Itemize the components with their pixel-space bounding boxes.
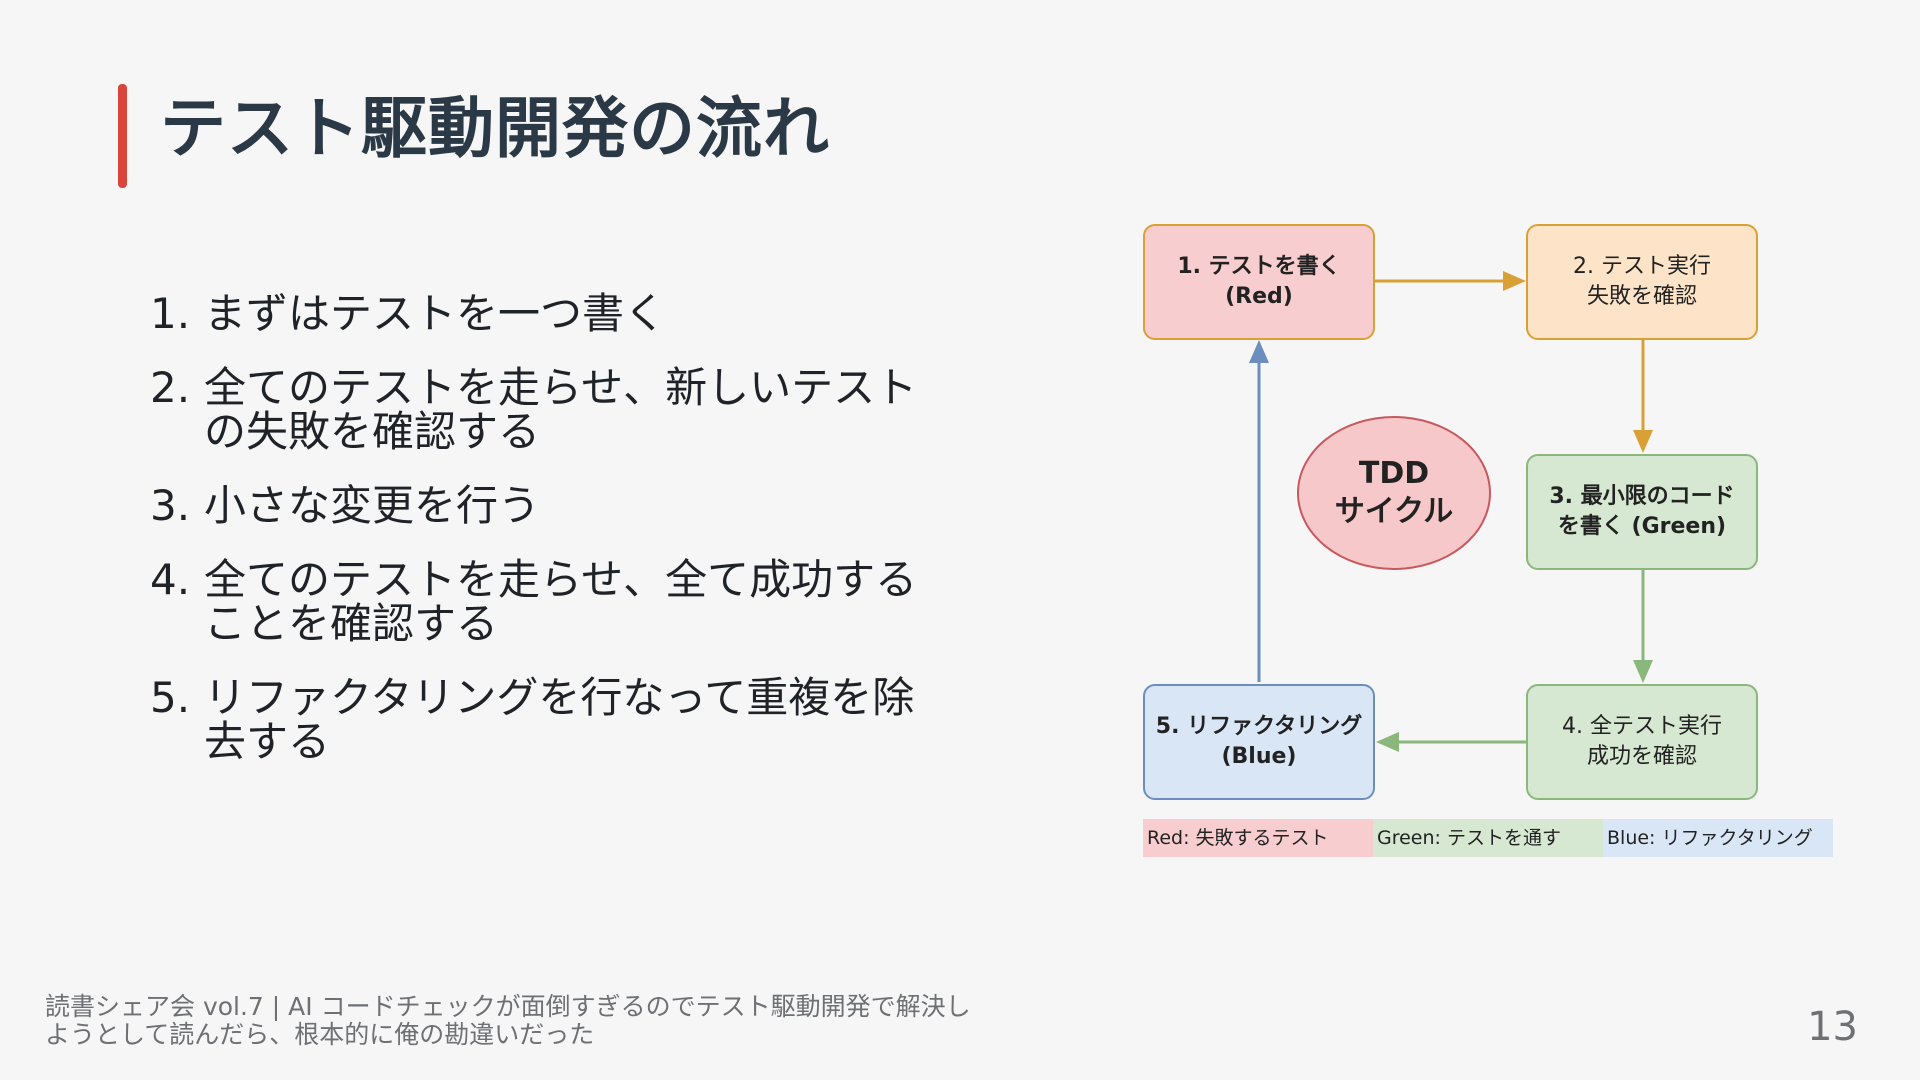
node-label: (Red) [1225,284,1293,309]
node-label: 3. 最小限のコード [1549,484,1735,509]
step-text: 小さな変更を行う [204,481,541,530]
node-label: 成功を確認 [1586,744,1697,769]
list-item: 4. 全てのテストを走らせ、全て成功することを確認する [150,558,950,646]
footer-line: 読書シェア会 vol.7 | AI コードチェックが面倒すぎるのでテスト駆動開発… [45,992,971,1021]
node-label: 2. テスト実行 [1573,254,1711,279]
node-run-fail: 2. テスト実行 失敗を確認 [1526,224,1758,340]
list-item: 5. リファクタリングを行なって重複を除去する [150,676,950,764]
step-number: 5. [150,673,191,722]
node-label: 4. 全テスト実行 [1562,714,1722,739]
node-refactor: 5. リファクタリング (Blue) [1143,684,1375,800]
footer: 読書シェア会 vol.7 | AI コードチェックが面倒すぎるのでテスト駆動開発… [45,993,1145,1049]
legend-green: Green: テストを通す [1373,819,1603,857]
center-label: サイクル [1334,494,1454,529]
arrowhead-icon [1633,660,1653,683]
node-label: 失敗を確認 [1586,284,1697,309]
step-text: まずはテストを一つ書く [204,289,667,338]
arrowhead-icon [1249,340,1269,363]
legend-red: Red: 失敗するテスト [1143,819,1373,857]
list-item: 3. 小さな変更を行う [150,484,950,528]
steps-list: 1. まずはテストを一つ書く 2. 全てのテストを走らせ、新しいテストの失敗を確… [150,292,950,794]
tdd-cycle-center: TDD サイクル [1297,416,1491,570]
arrowhead-icon [1633,430,1653,453]
node-label: 1. テストを書く [1177,254,1341,279]
title-accent-bar [118,84,127,188]
step-text: 全てのテストを走らせ、全て成功することを確認する [204,555,918,648]
legend-blue: Blue: リファクタリング [1603,819,1833,857]
list-item: 2. 全てのテストを走らせ、新しいテストの失敗を確認する [150,366,950,454]
legend: Red: 失敗するテスト Green: テストを通す Blue: リファクタリン… [1143,819,1833,857]
center-label: TDD [1358,456,1430,491]
node-label: を書く (Green) [1557,514,1727,539]
node-run-pass: 4. 全テスト実行 成功を確認 [1526,684,1758,800]
node-min-code: 3. 最小限のコード を書く (Green) [1526,454,1758,570]
slide-title: テスト駆動開発の流れ [160,90,830,167]
arrowhead-icon [1376,732,1399,752]
page-number: 13 [1807,1004,1858,1050]
node-label: (Blue) [1221,744,1297,769]
step-text: リファクタリングを行なって重複を除去する [204,673,915,766]
step-number: 4. [150,555,191,604]
step-text: 全てのテストを走らせ、新しいテストの失敗を確認する [204,363,918,456]
list-item: 1. まずはテストを一つ書く [150,292,950,336]
node-label: 5. リファクタリング [1155,714,1363,739]
arrowhead-icon [1503,271,1526,291]
footer-line: ようとして読んだら、根本的に俺の勘違いだった [45,1020,595,1049]
step-number: 3. [150,481,191,530]
step-number: 1. [150,289,191,338]
node-write-test: 1. テストを書く (Red) [1143,224,1375,340]
step-number: 2. [150,363,191,412]
